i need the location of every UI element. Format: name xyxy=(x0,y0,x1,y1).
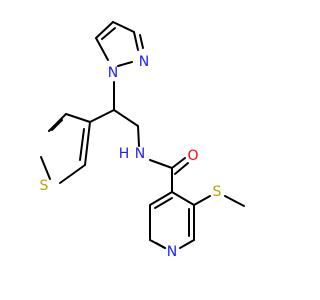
atom-label-s: S xyxy=(213,184,222,200)
bond xyxy=(149,191,173,206)
pyrazole-ring xyxy=(95,21,144,67)
bond xyxy=(133,31,139,51)
bond xyxy=(193,195,211,206)
bond xyxy=(117,61,133,67)
bond xyxy=(174,162,189,175)
methylthio-group xyxy=(193,195,245,207)
bond xyxy=(139,34,144,49)
bond xyxy=(40,156,51,180)
bond xyxy=(154,197,173,209)
atom-label-n: N xyxy=(135,146,145,162)
bond xyxy=(171,191,195,206)
bond xyxy=(59,164,86,184)
atom-label-o: O xyxy=(187,148,198,164)
bond xyxy=(101,27,116,40)
atom-label-h: H xyxy=(119,146,130,162)
bond xyxy=(48,113,67,132)
bond xyxy=(84,121,91,166)
bond xyxy=(137,125,140,147)
ethyl-chain xyxy=(89,81,140,147)
bond xyxy=(171,157,186,169)
bond xyxy=(113,109,139,127)
atom-label-n: N xyxy=(167,244,177,260)
thiophene-ring xyxy=(40,113,91,184)
bond xyxy=(179,239,195,249)
atom-label-n: N xyxy=(108,65,118,81)
atom-label-s: S xyxy=(40,178,49,194)
bond xyxy=(79,128,85,161)
bond xyxy=(95,37,109,61)
amide-group xyxy=(149,157,189,193)
molecule-structure: N N S N H O S N xyxy=(40,21,245,260)
bond xyxy=(224,195,245,207)
pyridine-ring xyxy=(149,191,195,249)
bond xyxy=(89,109,115,123)
bond xyxy=(65,113,91,123)
bond xyxy=(51,119,63,131)
bond xyxy=(95,21,114,39)
atom-label-n: N xyxy=(139,54,149,70)
bond xyxy=(112,21,135,33)
bond xyxy=(155,242,166,249)
bond xyxy=(149,159,173,169)
